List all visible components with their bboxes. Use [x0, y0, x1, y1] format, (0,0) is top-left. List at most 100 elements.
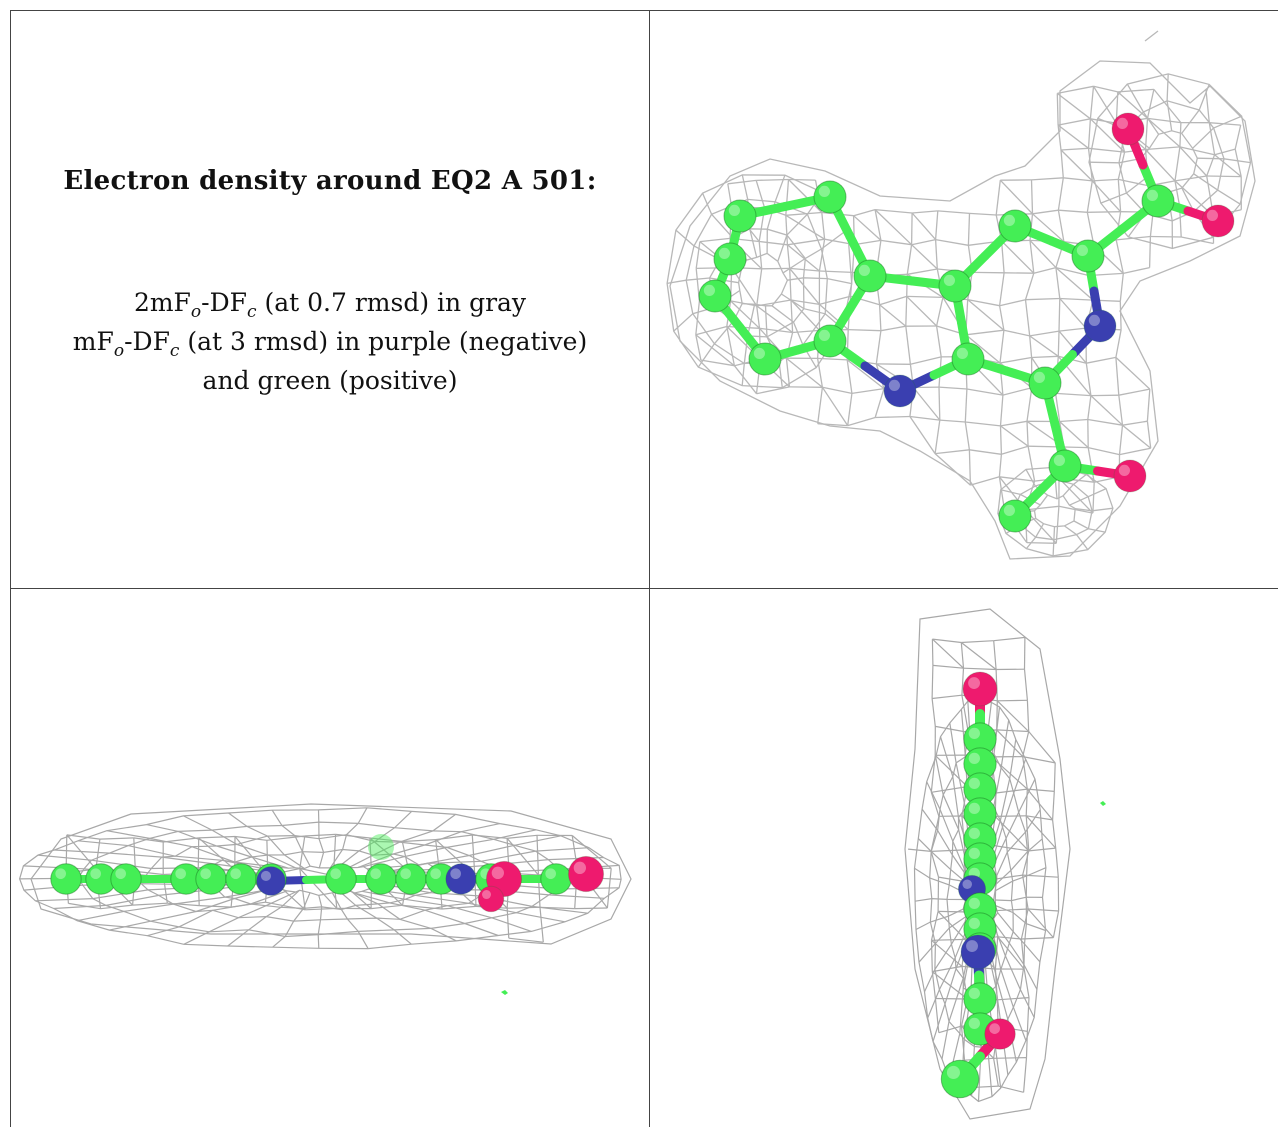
atom-highlight — [818, 329, 830, 341]
top-view-atoms — [698, 112, 1235, 533]
caption-title: Electron density around EQ2 A 501: — [63, 166, 597, 196]
carbon-atom — [1071, 239, 1105, 273]
oxygen-atom — [1111, 112, 1145, 146]
carbon-atom — [365, 863, 397, 895]
atom-highlight — [450, 868, 461, 879]
grid-divider-vertical — [649, 10, 650, 1127]
oxygen-atom — [477, 885, 505, 913]
atom-highlight — [968, 987, 980, 999]
positive-density-blob — [501, 990, 508, 995]
atom-highlight — [260, 870, 271, 881]
atom-highlight — [968, 897, 980, 909]
atom-highlight — [753, 347, 765, 359]
density-panel-side-vertical — [650, 589, 1278, 1127]
carbon-atom — [540, 863, 572, 895]
nitrogen-atom — [445, 863, 477, 895]
atom-highlight — [1116, 117, 1128, 129]
atom-highlight — [200, 868, 211, 879]
figure-grid: Electron density around EQ2 A 501: 2mFo-… — [10, 10, 1278, 1127]
carbon-atom — [713, 242, 747, 276]
side-horizontal-atoms — [50, 855, 605, 913]
atom-highlight — [430, 868, 441, 879]
atom-highlight — [175, 868, 186, 879]
oxygen-atom — [1201, 204, 1235, 238]
atom-highlight — [946, 1065, 960, 1079]
atom-highlight — [1118, 464, 1130, 476]
atom-highlight — [962, 879, 972, 889]
atom-highlight — [968, 777, 980, 789]
grid-border-top — [10, 10, 1278, 11]
atom-highlight — [968, 752, 980, 764]
atom-highlight — [966, 940, 978, 952]
atom-highlight — [989, 1023, 1000, 1034]
atom-highlight — [968, 827, 980, 839]
atom-highlight — [718, 247, 730, 259]
positive-density-blob-2 — [1100, 801, 1106, 806]
atom-highlight — [573, 861, 587, 874]
nitrogen-atom — [960, 934, 996, 970]
atom-highlight — [968, 727, 980, 739]
carbon-atom — [938, 269, 972, 303]
atom-highlight — [230, 868, 241, 879]
carbon-atom — [1048, 449, 1082, 483]
carbon-atom — [940, 1059, 980, 1099]
carbon-atom — [723, 199, 757, 233]
atom-highlight — [1003, 504, 1015, 516]
carbon-atom — [951, 342, 985, 376]
nitrogen-atom — [1083, 309, 1117, 343]
atom-highlight — [1033, 371, 1045, 383]
carbon-atom — [998, 209, 1032, 243]
atom-highlight — [370, 868, 381, 879]
density-panel-top-view — [650, 11, 1278, 588]
atom-highlight — [943, 274, 955, 286]
atom-highlight — [888, 379, 900, 391]
atom-highlight — [1076, 244, 1088, 256]
side-vertical-svg — [904, 608, 1106, 1120]
atom-highlight — [1053, 454, 1065, 466]
carbon-atom — [225, 863, 257, 895]
atom-highlight — [115, 868, 126, 879]
oxygen-atom — [984, 1018, 1016, 1050]
nitrogen-atom — [883, 374, 917, 408]
atom-highlight — [90, 868, 101, 879]
caption-cell: Electron density around EQ2 A 501: 2mFo-… — [11, 11, 649, 588]
atom-highlight — [1146, 189, 1158, 201]
carbon-atom — [50, 863, 82, 895]
grid-border-left — [10, 10, 11, 1127]
atom-highlight — [1088, 314, 1100, 326]
caption-line-3: and green (positive) — [202, 366, 458, 395]
atom-highlight — [968, 917, 980, 929]
carbon-atom — [195, 863, 227, 895]
atom-highlight — [956, 347, 968, 359]
nitrogen-atom — [256, 866, 286, 896]
carbon-atom — [813, 180, 847, 214]
atom-highlight — [482, 890, 491, 899]
atom-highlight — [968, 677, 980, 689]
caption-line-2: mFo-DFc (at 3 rmsd) in purple (negative) — [72, 327, 588, 361]
atom-highlight — [1003, 214, 1015, 226]
grid-divider-horizontal — [10, 588, 1278, 589]
atom-highlight — [400, 868, 411, 879]
carbon-atom — [963, 982, 997, 1016]
atom-highlight — [491, 866, 504, 879]
carbon-atom — [853, 259, 887, 293]
atom-highlight — [1206, 209, 1218, 221]
atom-highlight — [858, 264, 870, 276]
carbon-atom — [1141, 184, 1175, 218]
carbon-atom — [110, 863, 142, 895]
atom-highlight — [545, 868, 556, 879]
atom-highlight — [818, 185, 830, 197]
atom-highlight — [728, 204, 740, 216]
atom-highlight — [55, 868, 66, 879]
carbon-atom — [395, 863, 427, 895]
top-view-svg — [666, 30, 1256, 560]
atom-highlight — [330, 868, 341, 879]
oxygen-atom — [567, 855, 605, 893]
oxygen-atom — [1113, 459, 1147, 493]
carbon-atom — [998, 499, 1032, 533]
caption-line-1: 2mFo-DFc (at 0.7 rmsd) in gray — [133, 288, 527, 322]
faded-atom — [368, 834, 394, 860]
carbon-atom — [1028, 366, 1062, 400]
carbon-atom — [813, 324, 847, 358]
oxygen-atom — [962, 671, 998, 707]
